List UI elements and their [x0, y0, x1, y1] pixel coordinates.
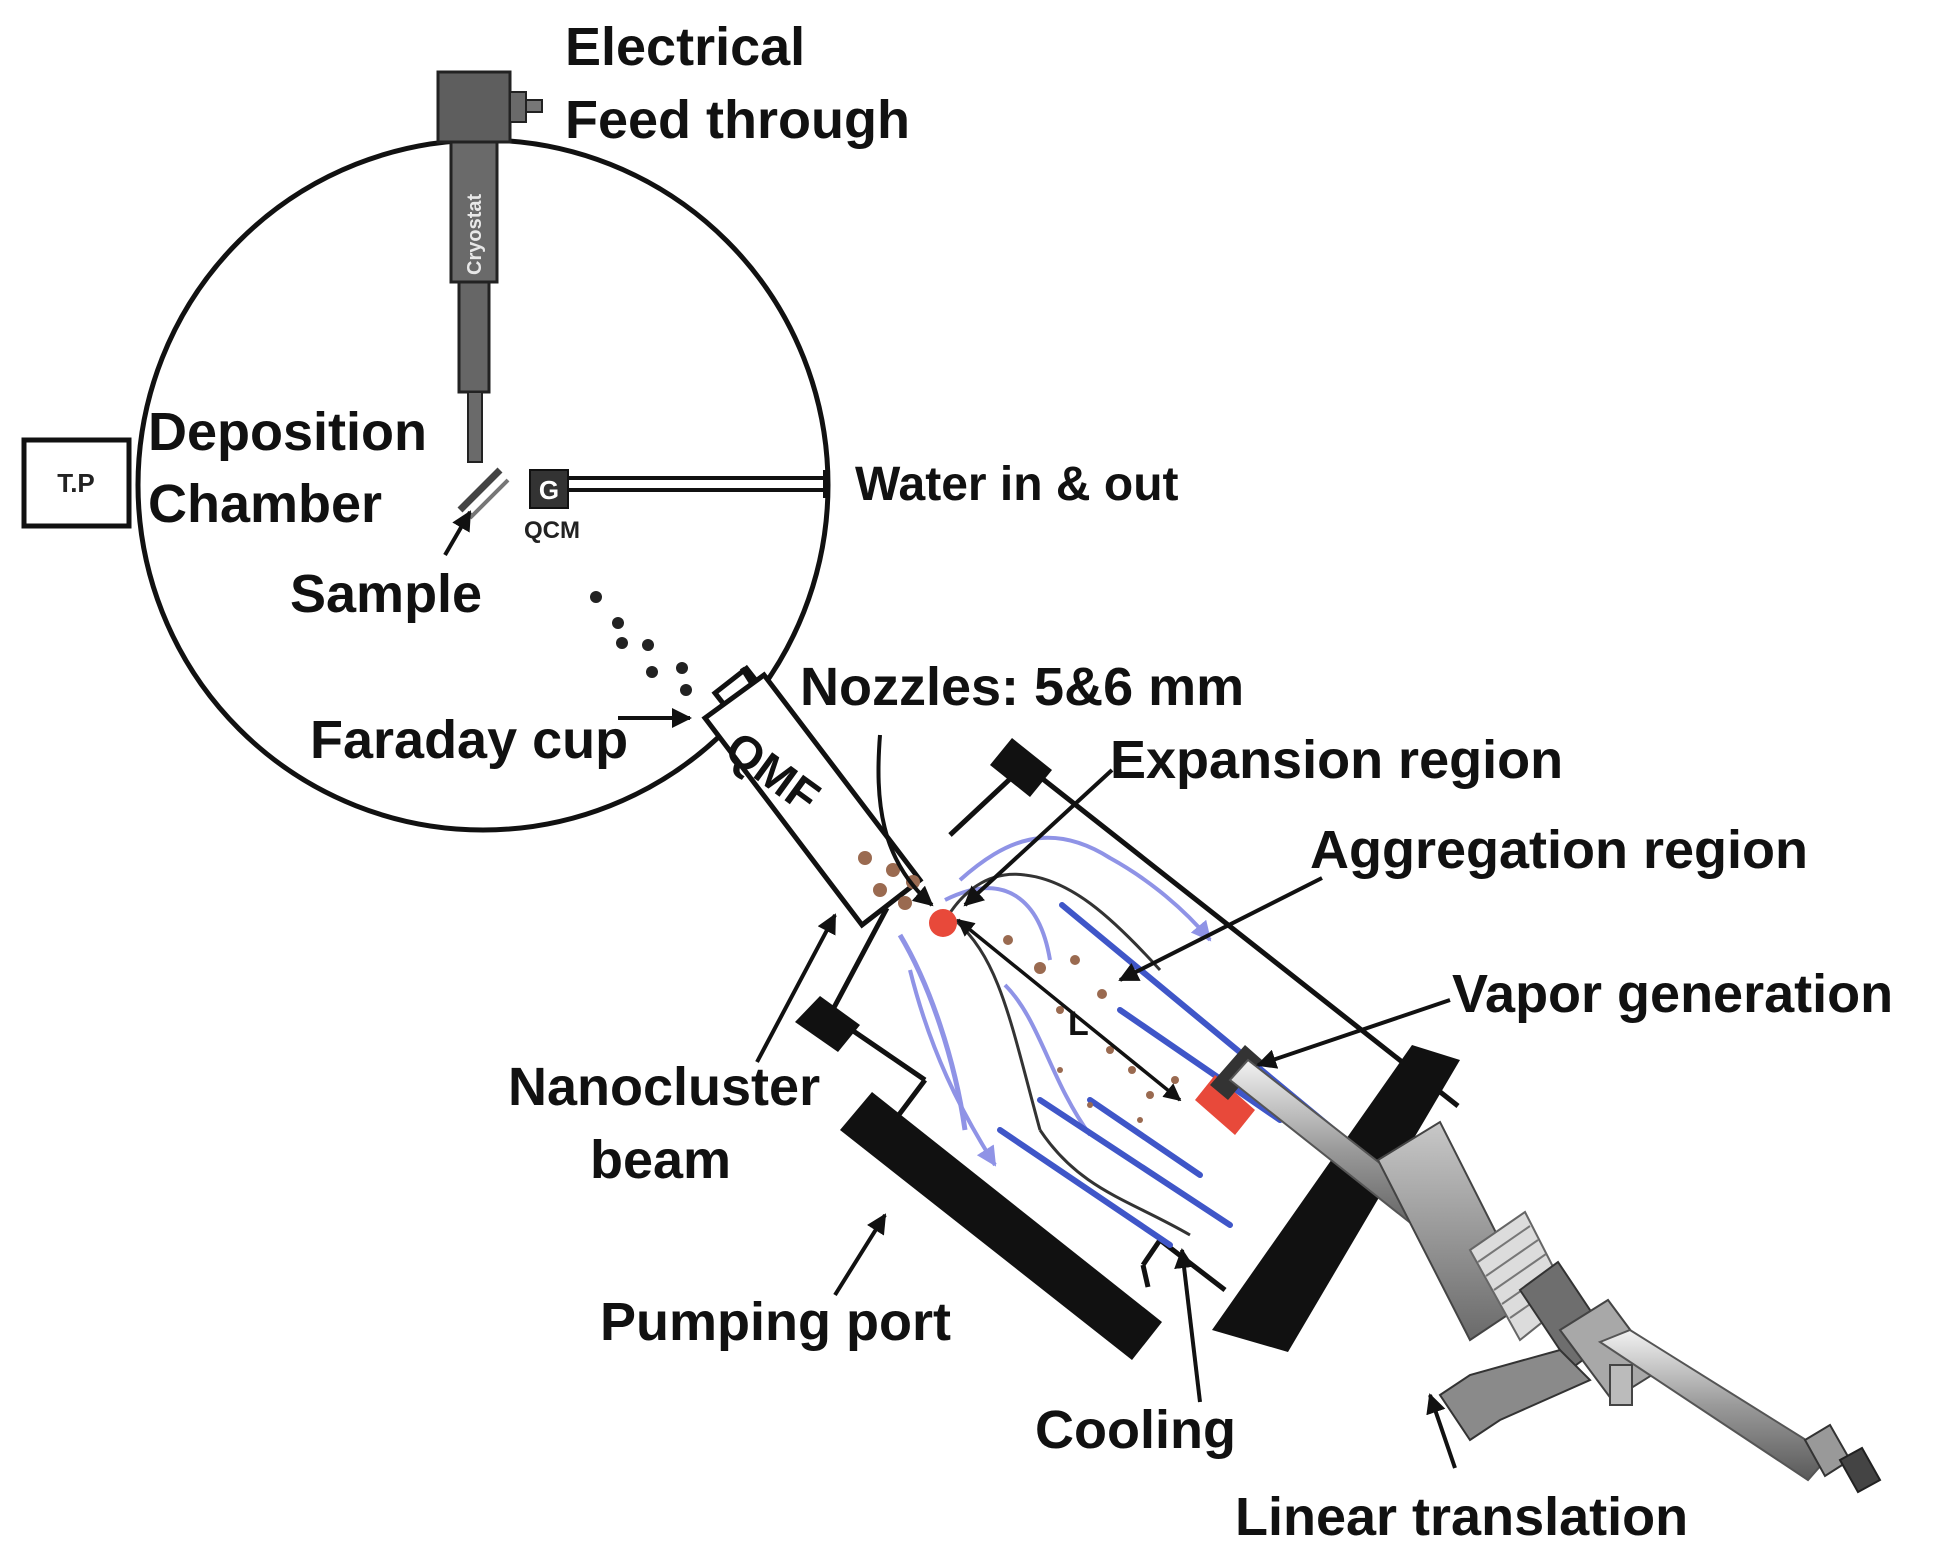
nozzle-pointer	[876, 734, 934, 907]
turbo-pump: T.P	[21, 437, 132, 529]
cryostat-assembly: Cryostat	[436, 70, 543, 463]
sample-holder	[457, 467, 510, 520]
deposition-clusters	[590, 591, 692, 696]
nanocluster-beam-label-1: Nanocluster	[508, 1057, 820, 1117]
cooling-label: Cooling	[1035, 1400, 1236, 1460]
gas-flow-lines	[897, 835, 1212, 1167]
sample-label: Sample	[290, 564, 482, 624]
cryostat-tip	[467, 391, 483, 463]
nanocluster-beam-label-2: beam	[590, 1130, 731, 1190]
pointer-arrows	[755, 734, 1457, 1469]
linear-translation-arrow	[1426, 1393, 1457, 1469]
qcm-icon: G	[539, 475, 559, 505]
pumping-port-arrow	[833, 1213, 887, 1297]
linear-translation-label: Linear translation	[1235, 1487, 1688, 1547]
deposition-chamber-label-1: Deposition	[148, 402, 427, 462]
expansion-region-label: Expansion region	[1110, 730, 1563, 790]
linear-translation-assembly	[1376, 1120, 1882, 1494]
qcm: G QCM	[524, 469, 580, 544]
distance-label: L	[1068, 1005, 1089, 1043]
nanocluster-beam-arrow	[755, 913, 837, 1063]
feedthrough-block	[436, 70, 512, 144]
turbo-pump-label: T.P	[57, 468, 95, 498]
feedthrough-connector	[509, 91, 527, 123]
distance-arrow	[956, 918, 1182, 1102]
pumping-port-label: Pumping port	[600, 1292, 951, 1352]
electrical-feedthrough-label-1: Electrical	[565, 17, 805, 77]
vapor-generation-label: Vapor generation	[1452, 964, 1893, 1024]
nozzle-hot-spot	[929, 909, 957, 937]
electrical-feedthrough-label-2: Feed through	[565, 90, 910, 150]
water-label: Water in & out	[855, 458, 1179, 511]
cryostat-label: Cryostat	[464, 194, 486, 275]
expansion-arrow	[963, 768, 1114, 907]
aggregation-region-label: Aggregation region	[1310, 820, 1808, 880]
cryostat-stem	[457, 280, 491, 394]
sample-arrow	[443, 510, 472, 557]
deposition-chamber-label-2: Chamber	[148, 474, 382, 534]
aggregation-arrow	[1118, 876, 1323, 982]
faraday-cup-label: Faraday cup	[310, 710, 628, 770]
nozzles-label: Nozzles: 5&6 mm	[800, 657, 1244, 717]
housing-flanges	[795, 738, 1460, 1360]
vapor-generation-arrow	[1256, 998, 1451, 1069]
cooling-arrow	[1174, 1248, 1202, 1403]
qcm-label: QCM	[524, 517, 580, 544]
water-line	[568, 470, 827, 498]
